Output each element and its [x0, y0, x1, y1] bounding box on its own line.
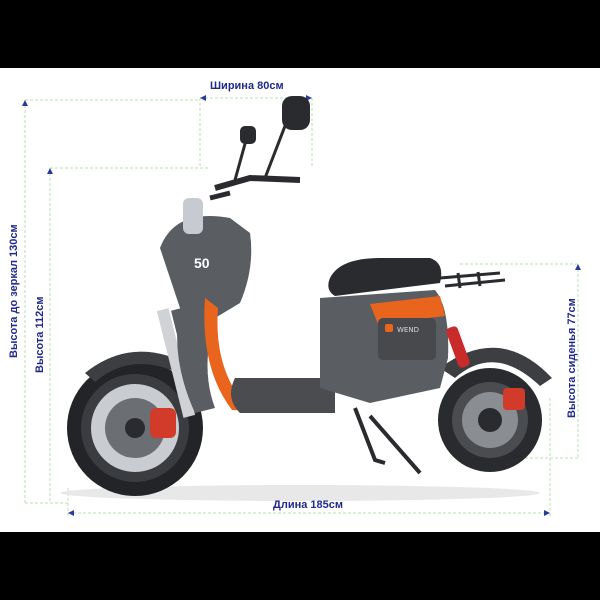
mirror-height-label: Высота до зеркал 130см [8, 224, 20, 358]
dimension-lines [24, 97, 579, 518]
rear-wheel [438, 368, 542, 472]
length-label: Длина 185см [273, 499, 344, 511]
seat-height-label: Высота сиденья 77см [566, 298, 578, 418]
brand-logo: WEND [397, 326, 419, 334]
front-wheel [67, 360, 203, 496]
scooter-illustration: WEND 50 [22, 95, 581, 518]
model-badge: 50 [194, 255, 210, 271]
height-label: Высота 112см [34, 296, 46, 373]
arrow-heads [22, 95, 581, 516]
mirrors [233, 96, 310, 181]
width-label: Ширина 80см [210, 80, 284, 92]
product-image: WEND 50 Ширина 80см Высота до зерк [0, 68, 600, 532]
